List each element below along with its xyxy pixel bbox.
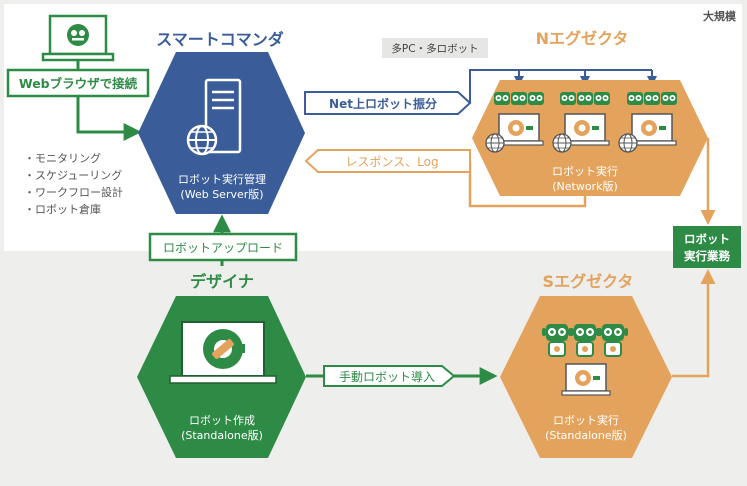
s-executor-robots bbox=[541, 323, 629, 357]
n-executor-robots bbox=[494, 92, 677, 105]
n-executor-label-line1: ロボット実行 bbox=[552, 164, 618, 178]
s-executor-title: Sエグゼクタ bbox=[543, 272, 634, 291]
s-to-business-arrow bbox=[672, 269, 716, 378]
response-arrow bbox=[304, 149, 471, 173]
multi-pc-badge bbox=[382, 38, 488, 58]
browser-connect-box bbox=[6, 68, 150, 98]
upload-label: ロボットアップロード bbox=[163, 241, 283, 255]
s-executor-label-line2: (Standalone版) bbox=[545, 428, 627, 442]
response-label: レスポンス、Log bbox=[345, 155, 438, 169]
designer-title: デザイナ bbox=[190, 272, 254, 291]
corner-label: 大規模 bbox=[703, 9, 737, 23]
server-icon bbox=[186, 78, 242, 156]
commander-label-line2: (Web Server版) bbox=[180, 187, 263, 201]
commander-label-line1: ロボット実行管理 bbox=[178, 172, 266, 186]
feature-item: ・ワークフロー設計 bbox=[24, 185, 123, 199]
feature-item: ・スケジューリング bbox=[24, 168, 122, 182]
browser-laptop-icon bbox=[41, 14, 115, 62]
net-dispatch-label: Net上ロボット振分 bbox=[329, 96, 437, 111]
feature-item: ・モニタリング bbox=[24, 151, 101, 165]
n-executor-label-line2: (Network版) bbox=[552, 179, 618, 193]
net-dispatch-arrow bbox=[304, 91, 472, 115]
commander-title: スマートコマンダ bbox=[156, 30, 284, 49]
upload-box bbox=[148, 232, 298, 262]
s-executor-label-line1: ロボット実行 bbox=[553, 413, 619, 427]
response-line bbox=[468, 161, 587, 208]
feature-list: ・モニタリング ・スケジューリング ・ワークフロー設計 ・ロボット倉庫 bbox=[24, 151, 123, 216]
designer-laptop-icon bbox=[169, 321, 277, 384]
robot-business-line2: 実行業務 bbox=[684, 249, 730, 263]
browser-to-commander-arrow bbox=[76, 96, 142, 141]
designer-label-line2: (Standalone版) bbox=[181, 428, 263, 442]
robot-business-box bbox=[673, 226, 741, 268]
robot-business-line1: ロボット bbox=[684, 232, 730, 246]
n-executor-title: Nエグゼクタ bbox=[536, 29, 629, 48]
n-executor-laptops bbox=[494, 113, 677, 146]
commander-hexagon bbox=[138, 52, 305, 214]
manual-import-label: 手動ロボット導入 bbox=[339, 370, 435, 384]
designer-label-line1: ロボット作成 bbox=[189, 414, 255, 427]
feature-item: ・ロボット倉庫 bbox=[24, 202, 101, 216]
manual-import-arrow bbox=[323, 365, 456, 387]
s-executor-laptop-icon bbox=[561, 363, 611, 396]
multi-pc-label: 多PC・多ロボット bbox=[391, 42, 478, 55]
browser-connect-label: Webブラウザで接続 bbox=[19, 76, 138, 91]
